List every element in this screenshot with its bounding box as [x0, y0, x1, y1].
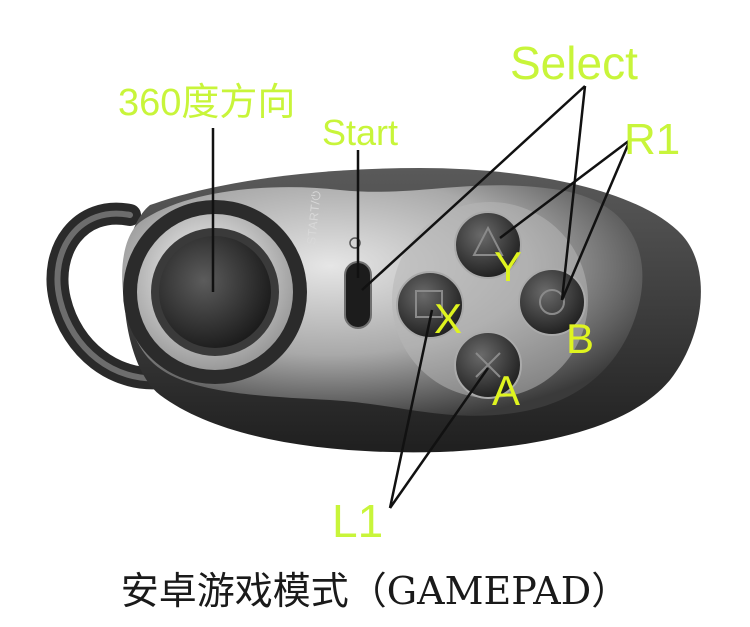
- face-button-cluster: [392, 202, 588, 398]
- label-joystick: 360度方向: [118, 82, 296, 124]
- label-l1: L1: [332, 495, 384, 547]
- label-start: Start: [322, 112, 399, 153]
- label-r1: R1: [624, 115, 681, 164]
- letter-x: X: [434, 295, 463, 342]
- button-x: [396, 271, 464, 339]
- triangle-icon: [472, 225, 504, 256]
- callout-lines: [211, 85, 632, 509]
- cross-icon: [475, 352, 501, 378]
- letter-a: A: [492, 367, 521, 414]
- button-y: [454, 211, 522, 279]
- joystick-cap: [159, 236, 271, 348]
- diagram-caption: 安卓游戏模式（GAMEPAD）: [120, 569, 630, 613]
- letter-b: B: [566, 315, 595, 362]
- circle-icon: [539, 289, 565, 315]
- square-icon: [415, 290, 443, 318]
- label-select: Select: [510, 37, 638, 89]
- letter-y: Y: [494, 243, 523, 290]
- power-led: [349, 237, 361, 249]
